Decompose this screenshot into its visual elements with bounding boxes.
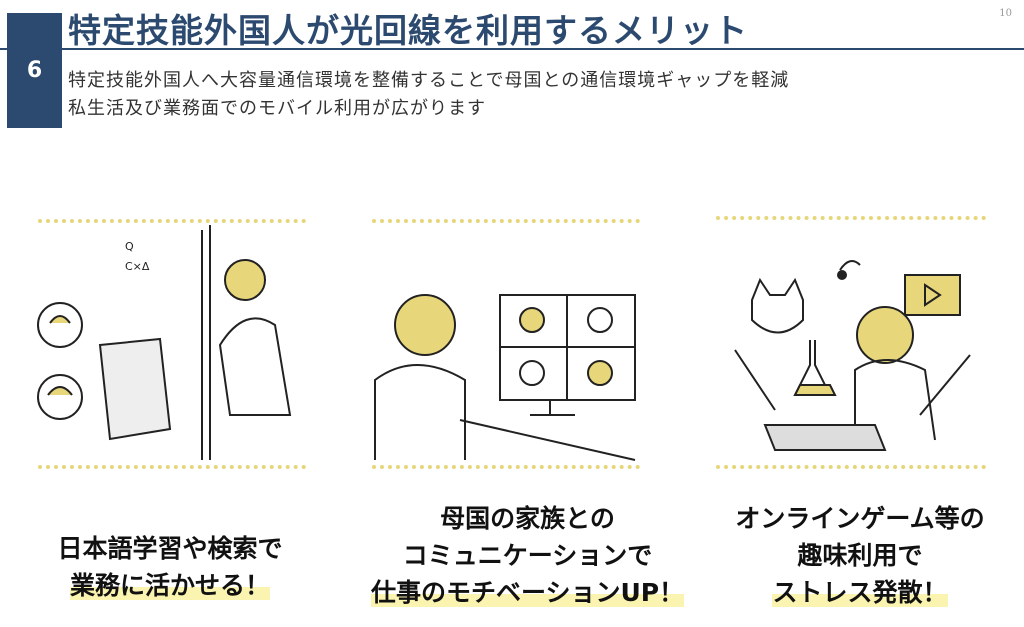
subtitle-line-2: 私生活及び業務面でのモバイル利用が広がります <box>68 98 486 119</box>
caption-line-highlighted: 仕事のモチベーションUP！ <box>370 578 685 607</box>
caption-line: 日本語学習や検索で <box>57 534 283 563</box>
divider-dots <box>372 219 640 223</box>
divider-dots <box>716 465 986 469</box>
study-illustration: Q C×Δ <box>37 225 292 460</box>
svg-text:C×Δ: C×Δ <box>125 260 150 273</box>
divider-dots <box>716 216 986 220</box>
video-call-illustration <box>374 294 636 461</box>
divider-dots <box>38 219 306 223</box>
panel-2-caption: 母国の家族との コミュニケーションで 仕事のモチベーションUP！ <box>330 500 725 611</box>
panel-1-caption: 日本語学習や検索で 業務に活かせる！ <box>25 530 315 604</box>
caption-line: コミュニケーションで <box>402 541 653 570</box>
svg-text:Q: Q <box>125 240 134 253</box>
slide-title: 特定技能外国人が光回線を利用するメリット <box>68 11 748 50</box>
section-number: 6 <box>26 58 43 83</box>
hobby-illustration <box>734 260 971 451</box>
divider-dots <box>372 465 640 469</box>
divider-dots <box>38 465 306 469</box>
caption-line: オンラインゲーム等の <box>735 504 985 533</box>
caption-line: 母国の家族との <box>440 504 615 533</box>
caption-line-highlighted: ストレス発散！ <box>772 578 948 607</box>
section-number-badge: 6 <box>7 13 62 128</box>
panel-3-caption: オンラインゲーム等の 趣味利用で ストレス発散！ <box>700 500 1020 611</box>
page-number: 10 <box>999 8 1012 19</box>
subtitle-line-1: 特定技能外国人へ大容量通信環境を整備することで母国との通信環境ギャップを軽減 <box>68 70 790 91</box>
caption-line: 趣味利用で <box>797 541 923 570</box>
title-divider <box>0 48 1024 50</box>
caption-line-highlighted: 業務に活かせる！ <box>69 571 270 600</box>
